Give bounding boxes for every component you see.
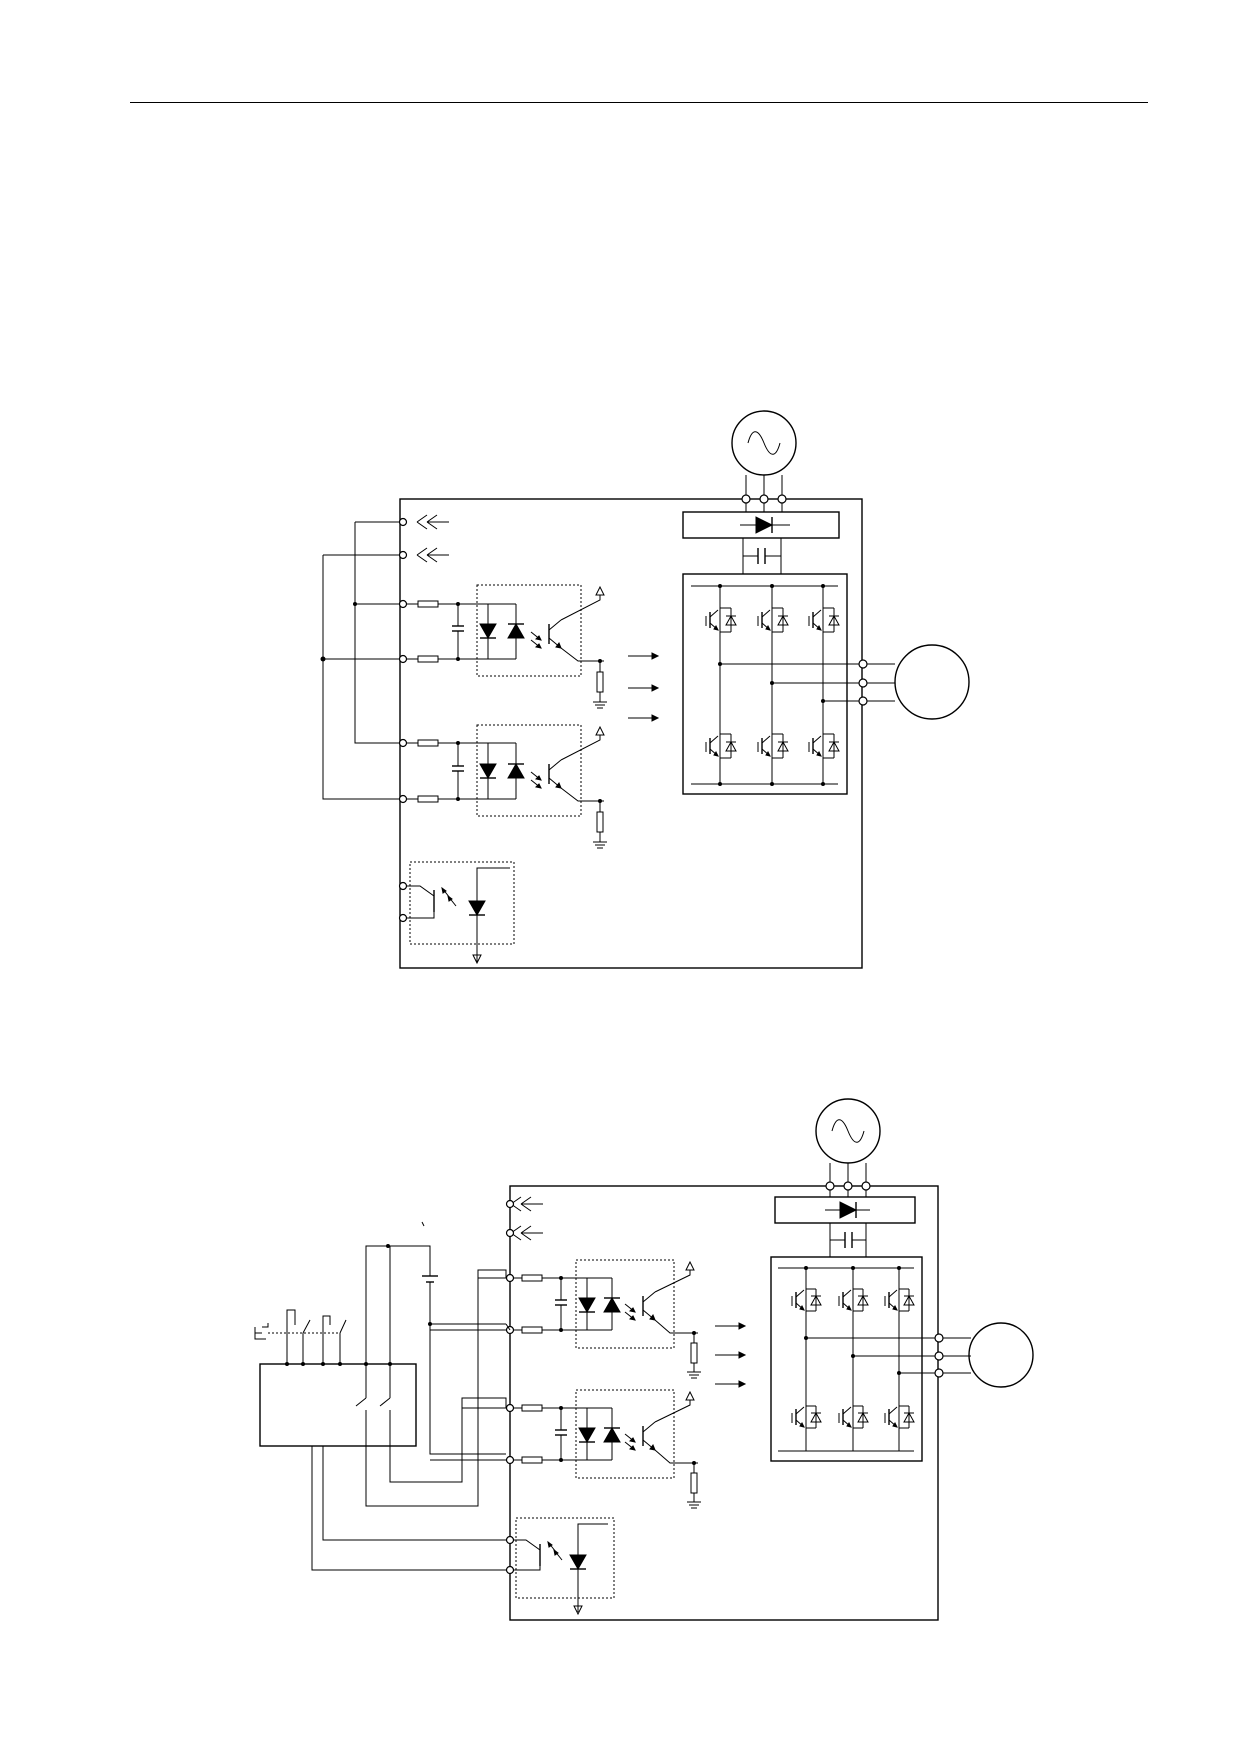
feedback-optocoupler-icon — [407, 861, 515, 964]
connector-plug-icon — [416, 514, 450, 530]
header-rule — [130, 102, 1148, 103]
optocoupler-1-icon — [407, 584, 608, 709]
motor-icon — [858, 644, 970, 720]
rectifier-icon — [682, 511, 840, 539]
inverter-bridge-icon — [770, 1256, 936, 1462]
signal-arrow-icon — [714, 1322, 746, 1330]
connector-plug-icon — [510, 1196, 544, 1212]
signal-arrow-icon — [627, 714, 659, 722]
emergency-stop-switch-icon — [254, 1309, 347, 1340]
dc-link-capacitor-icon — [829, 1223, 867, 1257]
feedback-optocoupler-icon — [514, 1517, 615, 1615]
ac-source-icon — [731, 410, 797, 512]
safety-relay-module-icon — [259, 1333, 417, 1447]
dc-link-capacitor-icon — [742, 538, 782, 574]
connector-plug-icon — [416, 547, 450, 563]
rectifier-icon — [774, 1196, 916, 1224]
inverter-bridge-icon — [682, 573, 860, 795]
connector-plug-icon — [510, 1225, 544, 1241]
optocoupler-2-icon — [407, 724, 608, 849]
upper-diagram — [320, 410, 970, 969]
drive-enclosure — [399, 498, 863, 969]
drive-enclosure — [509, 1185, 939, 1621]
optocoupler-1-icon — [514, 1259, 702, 1379]
optocoupler-2-icon — [514, 1389, 702, 1509]
signal-arrow-icon — [714, 1351, 746, 1359]
dc-supply-icon — [365, 1221, 438, 1364]
motor-icon — [934, 1322, 1034, 1388]
signal-arrow-icon — [627, 684, 659, 692]
signal-arrow-icon — [627, 652, 659, 660]
lower-diagram — [254, 1098, 1034, 1621]
ac-source-icon — [815, 1098, 881, 1197]
signal-arrow-icon — [714, 1380, 746, 1388]
